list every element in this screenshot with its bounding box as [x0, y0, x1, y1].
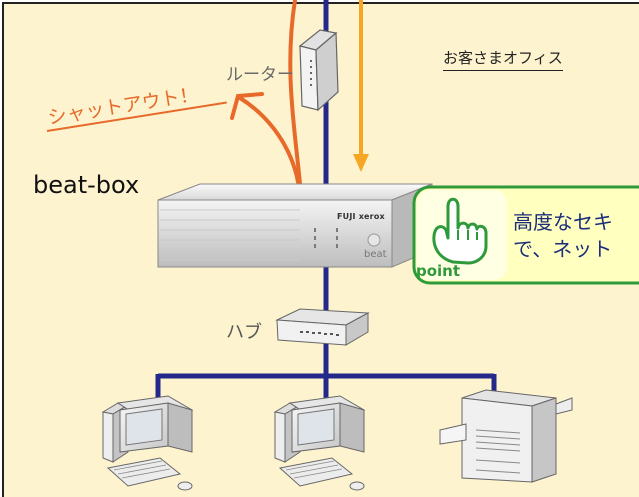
beat-box-label: beat-box	[33, 171, 140, 199]
allowed-traffic-arrow	[353, 0, 369, 172]
office-label: お客さまオフィス	[443, 47, 563, 71]
router-label: ルーター	[226, 65, 294, 85]
desktop-pc-icon	[101, 395, 194, 491]
desktop-pc-icon	[273, 395, 366, 491]
router-icon	[298, 29, 339, 112]
device-name-label: beat	[364, 249, 387, 260]
point-text-line-2: で、ネット	[513, 237, 613, 261]
hub-label: ハブ	[226, 322, 262, 343]
hub-icon	[275, 308, 370, 346]
device-brand-logo: FUJI xerox	[337, 212, 385, 221]
point-text-line-1: 高度なセキ	[513, 210, 613, 234]
blocked-traffic-arrow	[230, 0, 302, 186]
point-badge: point	[416, 262, 461, 280]
beat-box-device-icon	[157, 183, 433, 268]
printer-icon	[439, 389, 573, 483]
pointing-hand-icon	[432, 197, 488, 265]
